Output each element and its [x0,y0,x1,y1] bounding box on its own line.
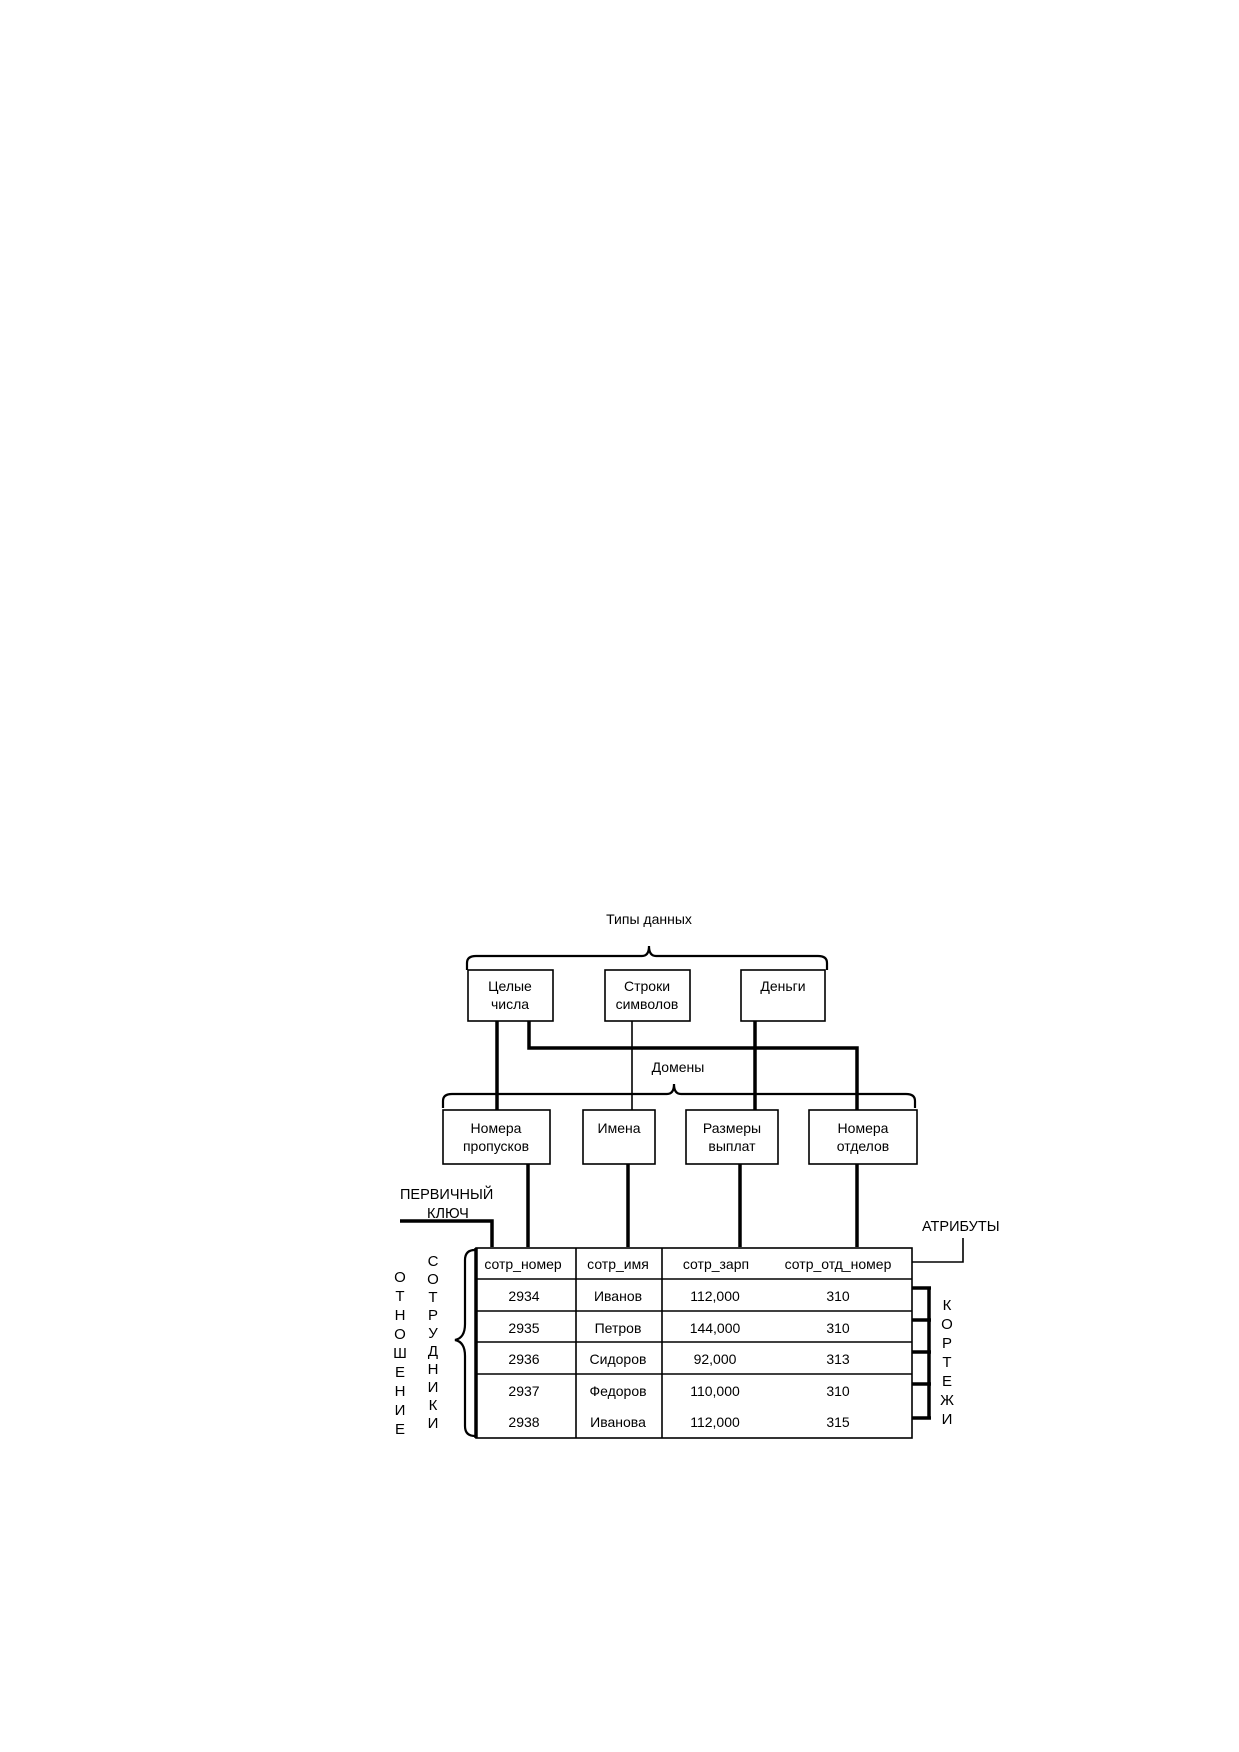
cell-emp-salary: 144,000 [690,1320,741,1336]
domain-department-numbers-line1: Номера [838,1120,889,1136]
relation-brace [454,1248,476,1438]
cell-emp-salary: 112,000 [690,1414,740,1430]
cell-emp-number: 2938 [508,1414,539,1430]
table-row: 2935 Петров 144,000 310 [508,1320,849,1336]
primary-key-line2: КЛЮЧ [427,1206,469,1222]
cell-emp-salary: 110,000 [690,1383,740,1399]
cell-emp-name: Иванова [590,1414,646,1430]
domain-box-department-numbers [808,1109,918,1165]
data-type-box-integers [467,969,554,1022]
cell-emp-dept-number: 313 [826,1351,850,1367]
domains-title: Домены [652,1059,705,1075]
cell-emp-name: Сидоров [590,1351,647,1367]
cell-emp-dept-number: 310 [826,1383,850,1399]
column-header-emp-salary: сотр_зарп [683,1256,749,1272]
attributes-pointer [912,1238,964,1263]
data-type-strings-line1: Строки [624,978,670,994]
primary-key-pointer [400,1219,494,1247]
data-types-title: Типы данных [606,911,692,927]
domain-payment-sizes-line2: выплат [708,1138,756,1154]
data-type-integers-line1: Целые [488,978,532,994]
table-border [475,1247,913,1439]
data-type-box-money [740,969,826,1022]
domain-box-pass-numbers [442,1109,551,1165]
cell-emp-name: Петров [595,1320,642,1336]
column-header-emp-name: сотр_имя [587,1256,649,1272]
table-row: 2937 Федоров 110,000 310 [508,1383,849,1399]
connector-integers-to-department-numbers [527,1021,859,1110]
data-types-brace [465,945,829,970]
column-header-emp-dept-number: сотр_отд_номер [785,1256,892,1272]
cell-emp-name: Иванов [594,1288,642,1304]
cell-emp-number: 2936 [508,1351,539,1367]
cell-emp-dept-number: 310 [826,1320,850,1336]
domain-box-payment-sizes [685,1109,779,1165]
domain-pass-numbers-line1: Номера [471,1120,522,1136]
data-type-box-strings [604,969,691,1022]
table-row: 2936 Сидоров 92,000 313 [508,1351,849,1367]
cell-emp-dept-number: 310 [826,1288,850,1304]
tuples-bracket [912,1286,931,1420]
column-header-emp-number: сотр_номер [484,1256,562,1272]
domain-department-numbers-line2: отделов [837,1138,889,1154]
data-type-integers-line2: числа [491,996,529,1012]
relation-table: сотр_номер сотр_имя сотр_зарп сотр_отд_н… [474,1247,913,1439]
cell-emp-dept-number: 315 [826,1414,850,1430]
primary-key-line1: ПЕРВИЧНЫЙ [400,1185,493,1203]
table-row: 2938 Иванова 112,000 315 [508,1414,849,1430]
domain-box-names [582,1109,656,1165]
cell-emp-number: 2935 [508,1320,539,1336]
cell-emp-salary: 92,000 [694,1351,737,1367]
attributes-label: АТРИБУТЫ [922,1219,1000,1235]
data-type-strings-line2: символов [616,996,679,1012]
cell-emp-salary: 112,000 [690,1288,740,1304]
cell-emp-number: 2934 [508,1288,539,1304]
domain-names-line1: Имена [598,1120,641,1136]
cell-emp-name: Федоров [589,1383,646,1399]
domain-payment-sizes-line1: Размеры [703,1120,761,1136]
cell-emp-number: 2937 [508,1383,539,1399]
domains-brace [441,1083,917,1108]
data-type-money-line1: Деньги [760,978,805,994]
domain-pass-numbers-line2: пропусков [463,1138,529,1154]
table-row: 2934 Иванов 112,000 310 [508,1288,849,1304]
